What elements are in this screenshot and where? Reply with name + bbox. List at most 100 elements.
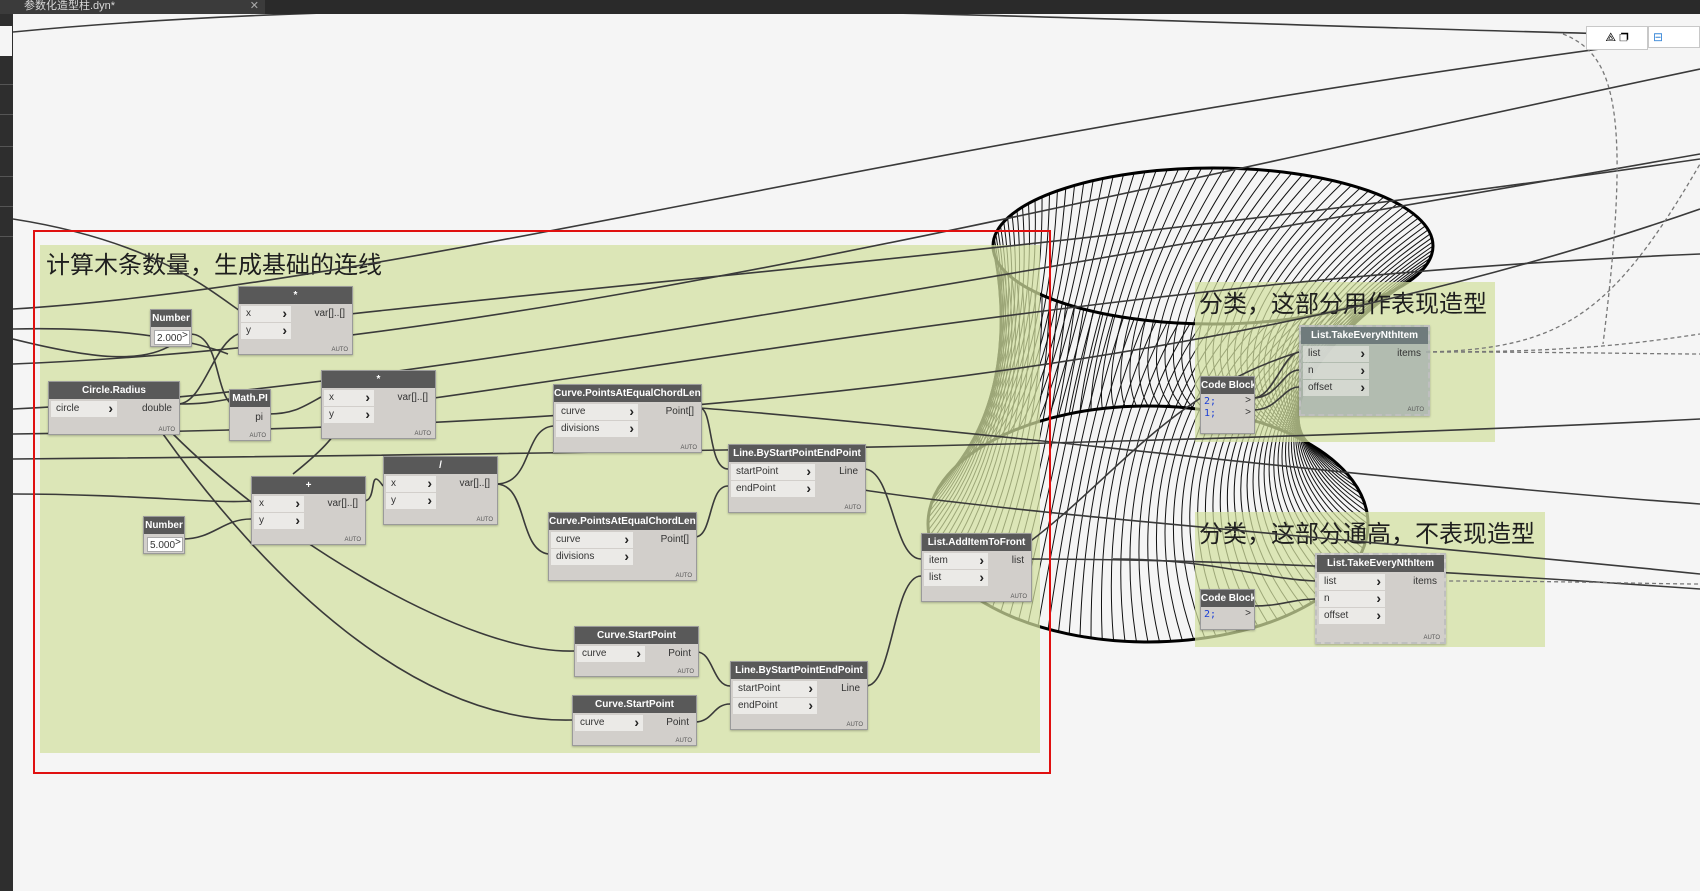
output-arrow[interactable]: >: [182, 330, 188, 341]
input-port-curve[interactable]: curve: [577, 645, 645, 662]
panel-divider: [0, 146, 13, 147]
number-node[interactable]: Number 5.000 >: [143, 516, 185, 554]
code-editor[interactable]: 2; 1;: [1204, 396, 1216, 420]
input-port-y[interactable]: y: [386, 492, 436, 509]
input-port-x[interactable]: x: [386, 475, 436, 492]
code-block-node[interactable]: Code Block 2; 1; > >: [1200, 376, 1255, 434]
output-port-line[interactable]: Line: [841, 683, 860, 694]
input-port-offset[interactable]: offset: [1303, 379, 1369, 396]
input-port-curve[interactable]: curve: [551, 531, 633, 548]
output-port-var[interactable]: var[]..[]: [327, 498, 358, 509]
number-input[interactable]: 2.000: [154, 330, 190, 345]
input-port-x[interactable]: x: [241, 305, 291, 322]
circle-radius-node[interactable]: Circle.Radius circle double AUTO: [48, 381, 180, 435]
list-take-every-nth-node[interactable]: List.TakeEveryNthItem list n offset item…: [1299, 325, 1430, 416]
output-port-point[interactable]: Point: [668, 648, 691, 659]
geometry-view-icon[interactable]: ⟁ ❐: [1586, 26, 1648, 50]
output-port-double[interactable]: double: [141, 403, 172, 414]
input-port-curve[interactable]: curve: [556, 403, 638, 420]
input-port-circle[interactable]: circle: [51, 400, 117, 417]
node-title: +: [252, 477, 365, 494]
list-add-item-to-front-node[interactable]: List.AddItemToFront item list list AUTO: [921, 533, 1032, 602]
output-port-line[interactable]: Line: [839, 466, 858, 477]
close-icon[interactable]: ✕: [249, 0, 259, 12]
input-port-y[interactable]: y: [241, 322, 291, 339]
output-arrow[interactable]: >: [1245, 608, 1251, 619]
input-port-item[interactable]: item: [924, 552, 988, 569]
output-port-point[interactable]: Point: [666, 717, 689, 728]
output-arrow[interactable]: >: [175, 537, 181, 548]
output-port-items[interactable]: items: [1413, 576, 1437, 587]
column-slat: [1110, 322, 1180, 641]
output-port-var[interactable]: var[]..[]: [397, 392, 428, 403]
curve-start-point-node[interactable]: Curve.StartPoint curve Point AUTO: [572, 695, 697, 746]
lacing-label: AUTO: [675, 738, 692, 744]
code-line[interactable]: 2;: [1204, 396, 1217, 407]
code-line[interactable]: 1;: [1204, 408, 1217, 419]
code-block-node[interactable]: Code Block 2; >: [1200, 589, 1255, 630]
line-by-start-end-node[interactable]: Line.ByStartPointEndPoint startPoint end…: [728, 444, 866, 513]
output-port-pi[interactable]: pi: [255, 412, 263, 423]
output-arrow[interactable]: >: [1245, 395, 1251, 406]
input-port-startpoint[interactable]: startPoint: [731, 463, 815, 480]
input-port-divisions[interactable]: divisions: [556, 420, 638, 437]
list-take-every-nth-node[interactable]: List.TakeEveryNthItem list n offset item…: [1315, 553, 1446, 644]
points-at-equal-chord-node[interactable]: Curve.PointsAtEqualChordLength curve div…: [553, 384, 702, 453]
input-port-list[interactable]: list: [1319, 573, 1385, 590]
multiply-node[interactable]: * x y var[]..[] AUTO: [238, 286, 353, 355]
document-tab[interactable]: 参数化造型柱.dyn* ✕: [0, 0, 265, 14]
input-port-divisions[interactable]: divisions: [551, 548, 633, 565]
input-port-x[interactable]: x: [324, 389, 374, 406]
input-port-startpoint[interactable]: startPoint: [733, 680, 817, 697]
line-by-start-end-node[interactable]: Line.ByStartPointEndPoint startPoint end…: [730, 661, 868, 730]
code-line[interactable]: 2;: [1204, 609, 1217, 620]
output-arrow[interactable]: >: [1245, 407, 1251, 418]
input-port-endpoint[interactable]: endPoint: [733, 697, 817, 714]
column-slat: [1068, 173, 1135, 414]
input-port-list[interactable]: list: [924, 569, 988, 586]
input-port-list[interactable]: list: [1303, 345, 1369, 362]
output-arrows[interactable]: > >: [1245, 395, 1251, 419]
input-port-offset[interactable]: offset: [1319, 607, 1385, 624]
lacing-label: AUTO: [846, 722, 863, 728]
output-port-list[interactable]: list: [1011, 555, 1024, 566]
input-port-n[interactable]: n: [1303, 362, 1369, 379]
wire: [1112, 558, 1316, 582]
divide-node[interactable]: / x y var[]..[] AUTO: [383, 456, 498, 525]
wire: [863, 489, 1700, 575]
points-at-equal-chord-node[interactable]: Curve.PointsAtEqualChordLength curve div…: [548, 512, 697, 581]
output-port-items[interactable]: items: [1397, 348, 1421, 359]
curve-start-point-node[interactable]: Curve.StartPoint curve Point AUTO: [574, 626, 699, 677]
output-port-var[interactable]: var[]..[]: [314, 308, 345, 319]
input-port-x[interactable]: x: [254, 495, 304, 512]
lacing-label: AUTO: [331, 347, 348, 353]
input-port-n[interactable]: n: [1319, 590, 1385, 607]
graph-view-icon[interactable]: ⊟: [1648, 26, 1700, 48]
dashed-wire: [1441, 580, 1700, 585]
input-port-y[interactable]: y: [254, 512, 304, 529]
output-port-points[interactable]: Point[]: [660, 534, 689, 545]
code-editor[interactable]: 2;: [1204, 609, 1216, 621]
view-toggle[interactable]: ⟁ ❐ ⊟: [1586, 26, 1700, 50]
input-port-endpoint[interactable]: endPoint: [731, 480, 815, 497]
multiply-node[interactable]: * x y var[]..[] AUTO: [321, 370, 436, 439]
node-title: Curve.StartPoint: [575, 627, 698, 644]
graph-canvas[interactable]: 计算木条数量，生成基础的连线 分类，这部分用作表现造型 分类，这部分通高，不表现…: [13, 14, 1700, 891]
group-foundation-lines[interactable]: 计算木条数量，生成基础的连线: [40, 245, 1040, 753]
column-slat: [1120, 168, 1191, 407]
group-title: 分类，这部分用作表现造型: [1199, 290, 1487, 318]
lacing-label: AUTO: [844, 505, 861, 511]
output-port-points[interactable]: Point[]: [665, 406, 694, 417]
node-title: Code Block: [1201, 377, 1254, 394]
node-title: List.TakeEveryNthItem: [1317, 555, 1444, 572]
add-node[interactable]: + x y var[]..[] AUTO: [251, 476, 366, 545]
number-input[interactable]: 5.000: [147, 537, 183, 552]
number-node[interactable]: Number 2.000 >: [150, 309, 192, 347]
left-panel-handle[interactable]: [0, 26, 12, 56]
input-port-y[interactable]: y: [324, 406, 374, 423]
wire: [699, 407, 729, 470]
math-pi-node[interactable]: Math.PI pi AUTO: [229, 389, 271, 441]
output-port-var[interactable]: var[]..[]: [459, 478, 490, 489]
input-port-curve[interactable]: curve: [575, 714, 643, 731]
document-tab-title: 参数化造型柱.dyn*: [24, 0, 116, 12]
